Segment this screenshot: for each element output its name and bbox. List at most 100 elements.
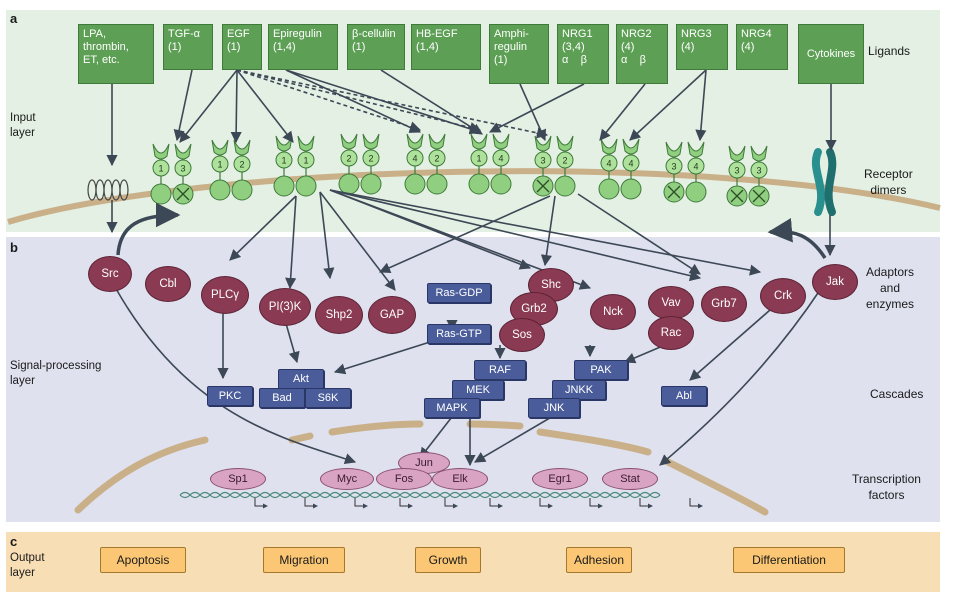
enzyme-gap[interactable]: GAP <box>368 296 416 334</box>
ligand-text: (1) <box>227 41 241 53</box>
enzyme-pi3k[interactable]: PI(3)K <box>259 288 311 326</box>
ligand-epiregulin[interactable]: Epiregulin (1,4) <box>268 24 338 70</box>
output-layer-line1: Output <box>10 552 45 564</box>
tf-egr1[interactable]: Egr1 <box>532 468 588 490</box>
enzyme-cbl[interactable]: Cbl <box>145 266 191 302</box>
ligand-text: (4) <box>681 41 695 53</box>
ligand-text: (1,4) <box>416 41 439 53</box>
enzyme-crk[interactable]: Crk <box>760 278 806 314</box>
ligand-text: (1) <box>352 41 366 53</box>
signal-layer-label: Signal-processing layer <box>10 359 101 389</box>
ligand-text: α β <box>621 54 646 66</box>
adaptors-line1: Adaptors <box>866 265 915 279</box>
kinase-pak[interactable]: PAK <box>574 360 628 380</box>
tf-sp1[interactable]: Sp1 <box>210 468 266 490</box>
output-growth[interactable]: Growth <box>415 547 481 573</box>
ligand-text: EGF <box>227 28 250 40</box>
ligand-beta-cellulin[interactable]: β-cellulin (1) <box>347 24 405 70</box>
ligand-text: (1,4) <box>273 41 296 53</box>
ligand-text: NRG3 <box>681 28 712 40</box>
tf-line1: Transcription <box>852 472 921 486</box>
ligand-lpa[interactable]: LPA, thrombin, ET, etc. <box>78 24 154 84</box>
output-migration[interactable]: Migration <box>263 547 345 573</box>
ligand-text: (1) <box>494 54 508 66</box>
ligand-nrg1[interactable]: NRG1 (3,4) α β <box>557 24 609 84</box>
ligand-text: TGF-α <box>168 28 201 40</box>
ligand-text: thrombin, <box>83 41 129 53</box>
kinase-mek[interactable]: MEK <box>452 380 504 400</box>
ligand-text: NRG4 <box>741 28 772 40</box>
ligand-amphiregulin[interactable]: Amphi- regulin (1) <box>489 24 549 84</box>
kinase-bad[interactable]: Bad <box>259 388 305 408</box>
tf-label: Transcription factors <box>852 471 921 503</box>
enzyme-sos[interactable]: Sos <box>499 318 545 352</box>
receptor-line2: dimers <box>870 183 907 197</box>
ligand-text: (4) <box>621 41 635 53</box>
ligand-text: Amphi- <box>494 28 529 40</box>
kinase-pkc[interactable]: PKC <box>207 386 253 406</box>
output-adhesion[interactable]: Adhesion <box>566 547 632 573</box>
kinase-akt[interactable]: Akt <box>278 369 324 389</box>
ligand-text: LPA, <box>83 28 107 40</box>
output-apoptosis[interactable]: Apoptosis <box>100 547 186 573</box>
input-layer-label: Input layer <box>10 111 36 141</box>
enzyme-nck[interactable]: Nck <box>590 294 636 330</box>
enzyme-jak[interactable]: Jak <box>812 264 858 300</box>
ligand-text: β-cellulin <box>352 28 396 40</box>
kinase-raf[interactable]: RAF <box>474 360 526 380</box>
tf-myc[interactable]: Myc <box>320 468 374 490</box>
ligand-nrg3[interactable]: NRG3 (4) <box>676 24 728 70</box>
adaptors-label: Adaptors and enzymes <box>866 264 914 312</box>
tf-fos[interactable]: Fos <box>376 468 432 490</box>
output-layer-label: Output layer <box>10 551 45 581</box>
panel-letter-b: b <box>10 240 18 255</box>
ligand-cytokines[interactable]: Cytokines <box>798 24 864 84</box>
ligand-nrg2[interactable]: NRG2 (4) α β <box>616 24 668 84</box>
ligand-text: regulin <box>494 41 528 53</box>
ligand-hb-egf[interactable]: HB-EGF (1,4) <box>411 24 481 70</box>
ligand-text: NRG1 <box>562 28 593 40</box>
ligand-text: NRG2 <box>621 28 652 40</box>
panel-letter-a: a <box>10 11 18 26</box>
ligands-label: Ligands <box>868 44 911 58</box>
kinase-ras-gdp[interactable]: Ras-GDP <box>427 283 491 303</box>
enzyme-src[interactable]: Src <box>88 256 132 292</box>
enzyme-grb7[interactable]: Grb7 <box>701 286 747 322</box>
receptor-line1: Receptor <box>864 167 913 181</box>
tf-stat[interactable]: Stat <box>602 468 658 490</box>
ligand-text: (3,4) <box>562 41 585 53</box>
signal-layer-line2: layer <box>10 375 35 387</box>
cascades-label: Cascades <box>870 387 924 401</box>
signal-layer-line1: Signal-processing <box>10 360 102 372</box>
ligand-text: Cytokines <box>806 47 856 60</box>
input-layer-line1: Input <box>10 112 36 124</box>
enzyme-shp2[interactable]: Shp2 <box>315 296 363 334</box>
ligand-tgf-alpha[interactable]: TGF-α (1) <box>163 24 213 70</box>
receptor-dimers-label: Receptor dimers <box>864 166 913 198</box>
ligand-text: Epiregulin <box>273 28 322 40</box>
ligand-text: ET, etc. <box>83 54 120 66</box>
ligand-egf[interactable]: EGF (1) <box>222 24 262 70</box>
kinase-mapk[interactable]: MAPK <box>424 398 480 418</box>
ligand-nrg4[interactable]: NRG4 (4) <box>736 24 788 70</box>
kinase-jnk[interactable]: JNK <box>528 398 580 418</box>
kinase-s6k[interactable]: S6K <box>305 388 351 408</box>
ligand-text: HB-EGF <box>416 28 458 40</box>
kinase-ras-gtp[interactable]: Ras-GTP <box>427 324 491 344</box>
output-layer-line2: layer <box>10 567 35 579</box>
adaptors-line2: and <box>880 281 901 295</box>
input-layer-line2: layer <box>10 127 35 139</box>
adaptors-line3: enzymes <box>866 297 915 311</box>
enzyme-vav[interactable]: Vav <box>648 286 694 320</box>
ligand-text: (1) <box>168 41 182 53</box>
tf-line2: factors <box>868 488 905 502</box>
panel-letter-c: c <box>10 534 18 549</box>
enzyme-plcg[interactable]: PLCγ <box>201 276 249 314</box>
tf-elk[interactable]: Elk <box>432 468 488 490</box>
kinase-jnkk[interactable]: JNKK <box>552 380 606 400</box>
kinase-abl[interactable]: Abl <box>661 386 707 406</box>
output-differentiation[interactable]: Differentiation <box>733 547 845 573</box>
ligand-text: α β <box>562 54 587 66</box>
ligand-text: (4) <box>741 41 755 53</box>
enzyme-rac[interactable]: Rac <box>648 316 694 350</box>
